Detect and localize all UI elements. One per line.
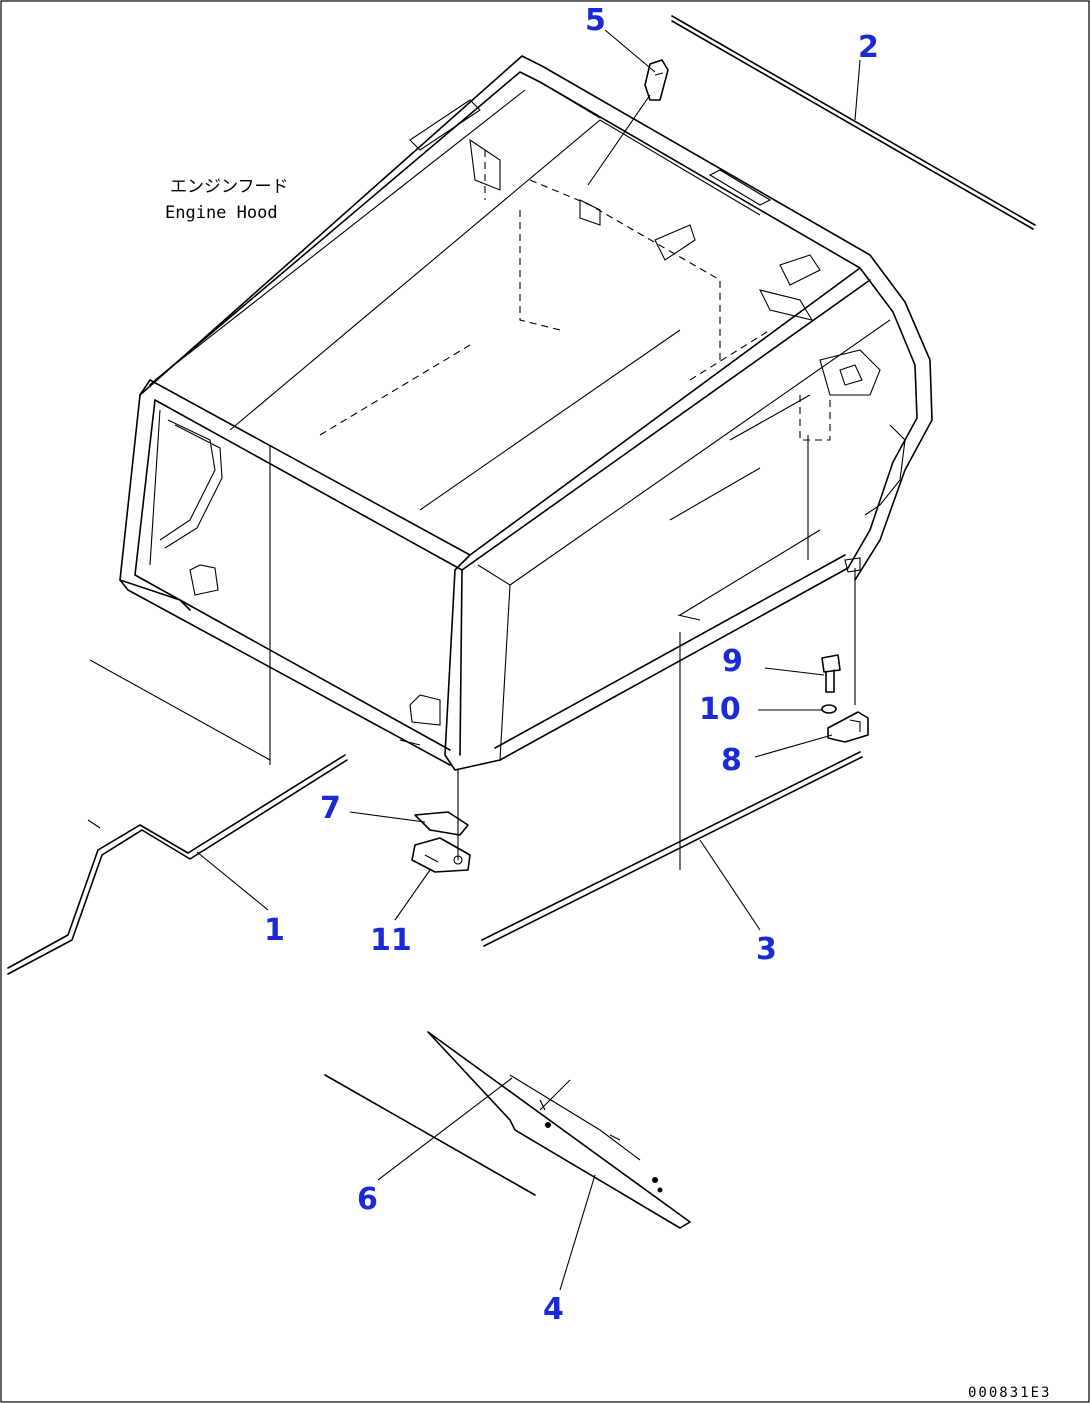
drawing-code: 000831E3 bbox=[968, 1385, 1051, 1401]
callout-8: 8 bbox=[721, 743, 742, 778]
caption-japanese: エンジンフード bbox=[170, 177, 289, 197]
callout-4: 4 bbox=[543, 1292, 564, 1327]
part-7-bracket bbox=[414, 811, 469, 836]
callout-6: 6 bbox=[357, 1182, 378, 1217]
engine-hood-drawing bbox=[89, 55, 933, 870]
callout-1: 1 bbox=[264, 913, 285, 948]
callout-5: 5 bbox=[585, 3, 606, 38]
callout-3: 3 bbox=[756, 932, 777, 967]
part-5-pin bbox=[644, 59, 669, 101]
callout-7: 7 bbox=[320, 791, 341, 826]
callout-10: 10 bbox=[699, 692, 741, 727]
caption-english: Engine Hood bbox=[165, 203, 278, 223]
part-11-clip bbox=[411, 837, 471, 873]
part-4-plate bbox=[427, 1031, 691, 1229]
callout-11: 11 bbox=[370, 923, 412, 958]
part-8-block bbox=[827, 711, 869, 743]
part-10-washer bbox=[821, 704, 837, 714]
part-9-bolt bbox=[821, 654, 841, 693]
part-6-rod bbox=[324, 1074, 536, 1196]
callout-2: 2 bbox=[858, 30, 879, 65]
part-1-rod bbox=[7, 754, 348, 975]
part-3-strip bbox=[481, 751, 863, 947]
callout-labels: 1 2 3 4 5 6 7 8 9 10 11 bbox=[264, 3, 879, 1327]
callout-9: 9 bbox=[722, 644, 743, 679]
part-2-strip bbox=[671, 15, 1036, 230]
leader-lines bbox=[196, 29, 861, 1291]
